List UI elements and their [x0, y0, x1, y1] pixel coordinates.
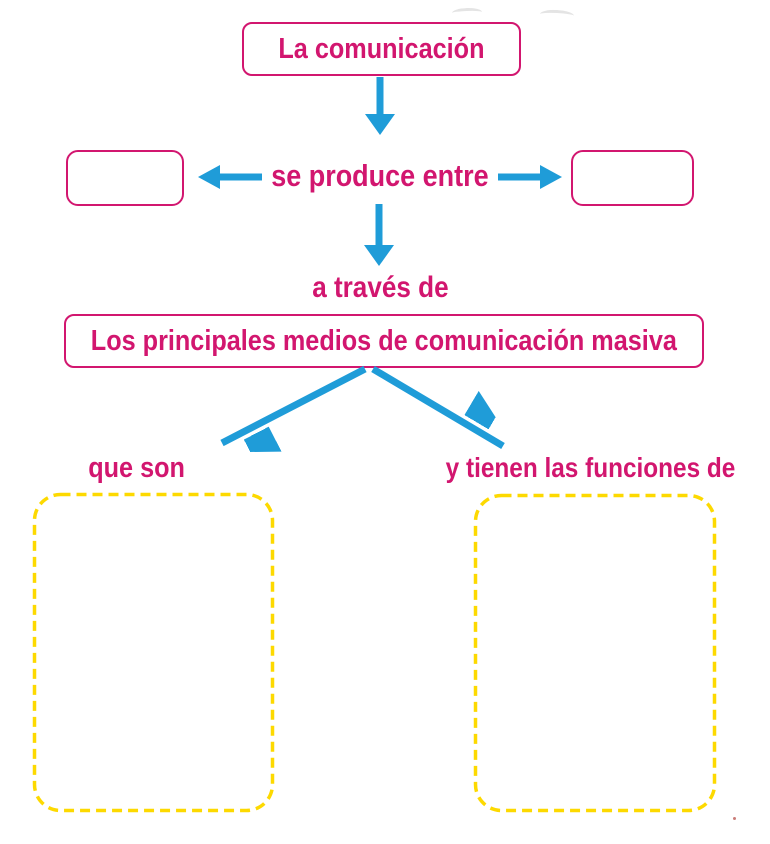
arrow-left-icon: [198, 165, 262, 189]
label-y-tienen-las-funciones-de: y tienen las funciones de: [445, 452, 735, 483]
arrow-right-icon: [498, 165, 562, 189]
label-a-traves-de: a través de: [311, 271, 449, 304]
branch-arrows-icon: [220, 365, 505, 458]
node-medios-masiva-label: Los principales medios de comunicación m…: [90, 324, 678, 357]
node-medios-masiva: Los principales medios de comunicación m…: [64, 314, 704, 368]
label-se-produce-entre: se produce entre: [271, 158, 489, 193]
answer-box-right: [473, 493, 717, 813]
blank-box-left: [66, 150, 184, 206]
label-que-son: que son: [88, 451, 186, 484]
scan-smudge: [451, 7, 483, 18]
node-la-comunicacion: La comunicación: [242, 22, 521, 76]
arrow-down-icon: [364, 204, 394, 266]
answer-box-left: [32, 492, 275, 813]
node-la-comunicacion-label: La comunicación: [278, 32, 485, 65]
scan-speck: [733, 817, 736, 820]
arrow-down-icon: [365, 77, 395, 135]
blank-box-right: [571, 150, 694, 206]
scan-smudge: [539, 9, 575, 21]
